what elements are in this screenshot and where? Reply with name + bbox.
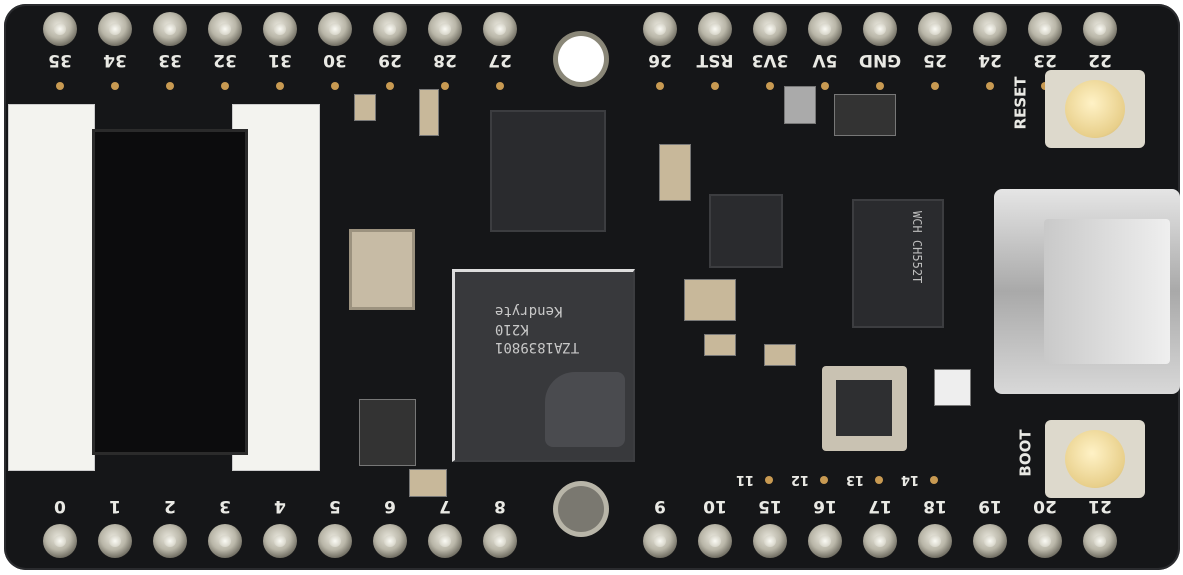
header-pin-5 — [318, 524, 352, 558]
pin-label: 1 — [109, 496, 121, 516]
pin-label: 31 — [268, 50, 292, 70]
pin-label: 21 — [1088, 496, 1112, 516]
ch552t-chip: WCH CH552T — [852, 199, 944, 328]
pin-label: 7 — [439, 496, 451, 516]
header-pin-7 — [428, 524, 462, 558]
crystal-oscillator — [349, 229, 415, 310]
pin-label: 17 — [868, 496, 892, 516]
flash-chip — [490, 110, 606, 232]
pin-label: 26 — [648, 50, 672, 70]
pin-label: 6 — [384, 496, 396, 516]
pin-label: 32 — [213, 50, 237, 70]
header-pin-26 — [643, 12, 677, 46]
header-pin-20 — [1028, 524, 1062, 558]
pin-label: 22 — [1088, 50, 1112, 70]
pin-label: 8 — [494, 496, 506, 516]
header-pin-4 — [263, 524, 297, 558]
pin-label: 20 — [1033, 496, 1057, 516]
pin-label: 19 — [978, 496, 1002, 516]
k210-chip: TZA1839801 K210 Kendryte — [452, 269, 635, 462]
header-pin-30 — [318, 12, 352, 46]
small-pin-label: 11 — [735, 472, 755, 487]
header-pin-32 — [208, 12, 242, 46]
header-pin-5v — [808, 12, 842, 46]
pin-label: GND — [858, 50, 902, 70]
header-pin-24 — [973, 12, 1007, 46]
header-pin-23 — [1028, 12, 1062, 46]
chip-model: K210 — [495, 321, 529, 337]
pin-label: 2 — [164, 496, 176, 516]
small-pin-label: 12 — [790, 472, 810, 487]
header-pin-21 — [1083, 524, 1117, 558]
header-pin-gnd — [863, 12, 897, 46]
pin-label: 30 — [323, 50, 347, 70]
camera-connector — [92, 129, 248, 455]
usb-c-port[interactable] — [994, 189, 1180, 394]
header-pin-25 — [918, 12, 952, 46]
pin-label: 9 — [654, 496, 666, 516]
header-pin-17 — [863, 524, 897, 558]
pin-label: 4 — [274, 496, 286, 516]
header-pin-19 — [973, 524, 1007, 558]
header-pin-rst — [698, 12, 732, 46]
usb-chip-model: CH552T — [910, 239, 924, 284]
regulator-chip — [709, 194, 783, 268]
boot-label: BOOT — [1016, 429, 1035, 477]
header-pin-15 — [753, 524, 787, 558]
pin-label: 15 — [758, 496, 782, 516]
pin-label: 34 — [103, 50, 127, 70]
usb-chip-brand: WCH — [910, 211, 924, 233]
header-pin-18 — [918, 524, 952, 558]
header-pin-0 — [43, 524, 77, 558]
sensor-chip — [822, 366, 907, 451]
header-pin-22 — [1083, 12, 1117, 46]
small-pin-label: 13 — [845, 472, 865, 487]
reset-button[interactable] — [1045, 70, 1145, 148]
pin-label: 5V — [812, 50, 838, 70]
header-pin-3 — [208, 524, 242, 558]
mounting-hole-bottom — [558, 486, 604, 532]
small-pin-label: 14 — [900, 472, 920, 487]
mounting-hole-top — [558, 36, 604, 82]
header-pin-1 — [98, 524, 132, 558]
header-pin-6 — [373, 524, 407, 558]
pin-label: 24 — [978, 50, 1002, 70]
pin-label: 35 — [48, 50, 72, 70]
header-pin-28 — [428, 12, 462, 46]
header-pin-9 — [643, 524, 677, 558]
header-pin-16 — [808, 524, 842, 558]
header-pin-35 — [43, 12, 77, 46]
pin-label: 33 — [158, 50, 182, 70]
header-pin-10 — [698, 524, 732, 558]
reset-label: RESET — [1011, 76, 1030, 130]
header-pin-33 — [153, 12, 187, 46]
pin-label: 3V3 — [751, 50, 789, 70]
header-pin-31 — [263, 12, 297, 46]
header-pin-27 — [483, 12, 517, 46]
pin-label: RST — [696, 50, 734, 70]
chip-code: TZA1839801 — [495, 339, 580, 355]
chip-brand: Kendryte — [495, 303, 563, 319]
header-pin-8 — [483, 524, 517, 558]
pin-label: 23 — [1033, 50, 1057, 70]
pin-label: 29 — [378, 50, 402, 70]
pin-label: 18 — [923, 496, 947, 516]
header-pin-34 — [98, 12, 132, 46]
pin-label: 16 — [813, 496, 837, 516]
header-pin-3v3 — [753, 12, 787, 46]
pin-label: 5 — [329, 496, 341, 516]
pin-label: 0 — [54, 496, 66, 516]
header-pin-2 — [153, 524, 187, 558]
pin-label: 28 — [433, 50, 457, 70]
header-pin-29 — [373, 12, 407, 46]
fpc-connector-left — [8, 104, 95, 471]
boot-button[interactable] — [1045, 420, 1145, 498]
pin-label: 10 — [703, 496, 727, 516]
pin-label: 25 — [923, 50, 947, 70]
pin-label: 3 — [219, 496, 231, 516]
pin-label: 27 — [488, 50, 512, 70]
